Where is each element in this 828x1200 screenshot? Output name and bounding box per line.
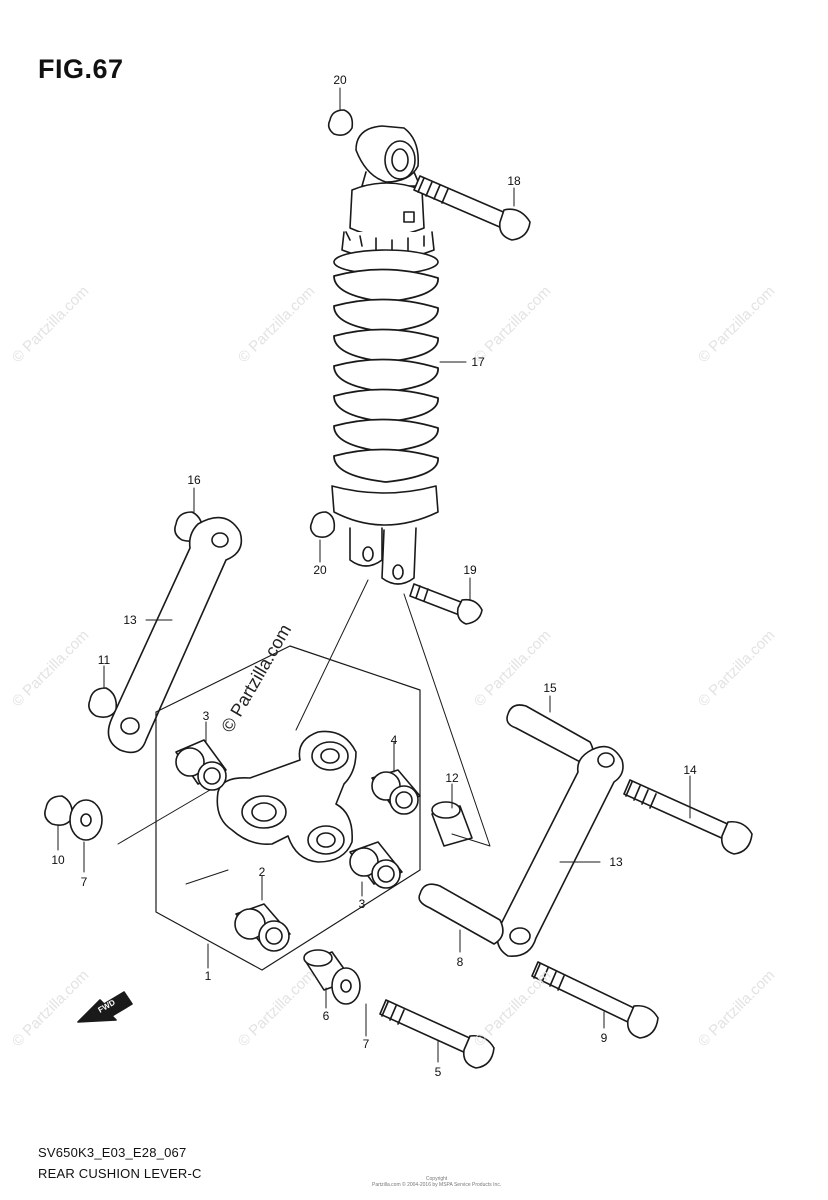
callout-10: 8 <box>456 955 464 969</box>
copyright-line-1: Copyright <box>425 1176 448 1182</box>
callout-17: 17 <box>471 355 485 369</box>
kit-outline-box <box>155 645 421 971</box>
figure-title: FIG.67 <box>38 54 124 84</box>
washer-7-left <box>69 799 103 841</box>
callout-11: 11 <box>97 653 111 667</box>
bolt-9 <box>531 961 659 1039</box>
callout-20-top: 20 <box>333 73 347 87</box>
bearing-4 <box>371 769 421 815</box>
callout-7-bottom: 7 <box>362 1037 370 1051</box>
leader-lines <box>57 87 691 1063</box>
bolt-5 <box>379 999 495 1069</box>
callout-6: 6 <box>322 1009 330 1023</box>
rod-13-right <box>496 745 624 957</box>
nut-20-top <box>327 109 354 136</box>
callout-7-left: 7 <box>80 875 88 889</box>
callout-20-bottom: 20 <box>313 563 327 577</box>
callout-5: 5 <box>434 1065 442 1079</box>
callout-19: 19 <box>463 563 477 577</box>
bolt-14 <box>623 779 753 855</box>
nut-11 <box>88 687 118 718</box>
copyright-line-2: Partzilla.com © 2004-2016 by MSPA Servic… <box>372 1182 502 1188</box>
callout-16: 16 <box>187 473 201 487</box>
nut-20-bottom <box>309 511 336 538</box>
callout-9: 9 <box>600 1031 608 1045</box>
nut-8 <box>44 795 74 826</box>
callout-13-left: 13 <box>123 613 137 627</box>
washer-7-bottom <box>331 967 361 1005</box>
bolt-18 <box>413 175 531 241</box>
callout-12: 12 <box>445 771 459 785</box>
figure-name: REAR CUSHION LEVER-C <box>38 1166 202 1181</box>
figure-code: SV650K3_E03_E28_067 <box>38 1145 187 1160</box>
copyright-notice: Copyright Partzilla.com © 2004-2016 by M… <box>372 1176 501 1188</box>
bearing-3-lower <box>349 841 403 889</box>
cushion-lever <box>216 730 357 863</box>
callout-3-upper: 3 <box>202 709 210 723</box>
callout-8: 10 <box>51 853 65 867</box>
callout-4: 4 <box>390 733 398 747</box>
callout-2: 2 <box>258 865 266 879</box>
bearing-2 <box>234 903 291 952</box>
callout-18: 18 <box>507 174 521 188</box>
callout-3-lower: 3 <box>358 897 366 911</box>
spacer-10 <box>418 883 504 945</box>
bearing-3-upper <box>175 739 227 791</box>
fwd-arrow-icon: FWD <box>77 991 133 1023</box>
callout-15: 15 <box>543 681 557 695</box>
assembly-lines <box>117 579 491 885</box>
rear-shock-absorber <box>331 125 439 585</box>
callout-14: 14 <box>683 763 697 777</box>
callout-13-right: 13 <box>609 855 623 869</box>
callout-1: 1 <box>204 969 212 983</box>
spacer-12 <box>431 801 473 847</box>
spacer-15 <box>506 704 594 765</box>
bolt-19 <box>409 583 483 625</box>
rod-13-left <box>107 516 243 754</box>
